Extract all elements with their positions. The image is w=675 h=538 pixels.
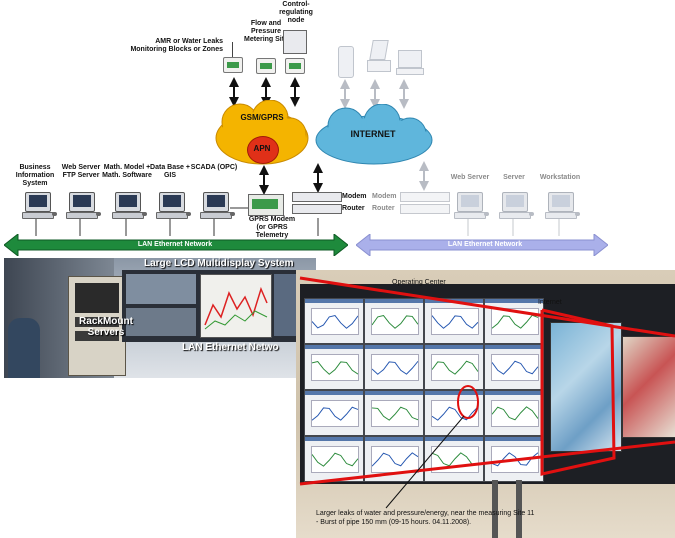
lan-left-arrow [4, 234, 348, 256]
modem-right-icon [400, 192, 450, 202]
lan-photo-label: LAN Ethernet Netwo [182, 342, 279, 353]
ws-label-server-right: Server [503, 174, 525, 181]
display-tile [364, 298, 424, 344]
pda-icon [338, 46, 354, 78]
display-tile [484, 344, 544, 390]
caption-line1: Larger leaks of water and pressure/energ… [316, 510, 535, 517]
connector-arrows [35, 77, 560, 236]
display-tile [304, 390, 364, 436]
map-display-2 [622, 336, 675, 438]
caption-line2: - Burst of pipe 150 mm (09-15 hours. 04.… [316, 519, 472, 526]
ws-label-mathmodel: Math. Model + Math. Software [102, 164, 152, 179]
internet-photo-label: Internet [538, 299, 562, 306]
operating-center-label: Operating Center [392, 279, 446, 286]
workstation-webserver-icon [66, 192, 102, 219]
map-display [550, 322, 622, 452]
ws-label-scada: SCADA (OPC) [190, 164, 238, 171]
display-tile [484, 298, 544, 344]
workstation-database-icon [156, 192, 192, 219]
display-tile [424, 344, 484, 390]
control-label: Control-regulating node [279, 1, 313, 24]
ws-label-webserver-right: Web Server [450, 174, 490, 181]
rack-server-icon [68, 276, 126, 376]
amr-label: AMR or Water Leaks Monitoring Blocks or … [130, 38, 223, 53]
display-tile [424, 436, 484, 482]
photo-left: Large LCD Multidisplay System RackMount … [4, 258, 316, 378]
display-tile [424, 298, 484, 344]
internet-cloud-icon [315, 104, 433, 165]
gsm-cloud-icon [215, 100, 309, 165]
pc-gray-icon [396, 50, 424, 76]
laptop-icon [367, 40, 391, 74]
router-label-right: Router [372, 205, 395, 212]
modem-label-right: Modem [372, 193, 397, 200]
workstation-workstation-right-icon [545, 192, 581, 219]
annotation-lines [299, 276, 675, 509]
workstation-scada-icon [200, 192, 236, 219]
display-tile [304, 298, 364, 344]
workstation-webserver-right-icon [454, 192, 490, 219]
rack-label: RackMount Servers [79, 316, 133, 338]
gsm-label: GSM/GPRS [240, 113, 284, 122]
flow-device-icon [255, 56, 277, 76]
router-right-icon [400, 204, 450, 214]
gprs-modem-icon [248, 194, 284, 216]
lan-left-label: LAN Ethernet Network [137, 241, 213, 248]
router-label: Router [342, 205, 365, 212]
display-tile [364, 390, 424, 436]
modem-label: Modem [342, 193, 367, 200]
ws-label-database: Data Base + GIS [150, 164, 190, 179]
apn-label: APN [253, 144, 271, 153]
display-tile [484, 390, 544, 436]
ws-label-business: Business Information System [15, 164, 55, 187]
display-tiles [304, 298, 544, 482]
control-device-icon [283, 30, 307, 78]
amr-device-icon [222, 42, 244, 76]
ws-label-webserver: Web Server FTP Server [61, 164, 101, 179]
display-tile [304, 436, 364, 482]
workstation-mathmodel-icon [112, 192, 148, 219]
modem-icon [292, 192, 342, 202]
flow-label: Flow and Pressure Metering Site [244, 20, 288, 43]
workstation-server-right-icon [499, 192, 535, 219]
ws-label-workstation-right: Workstation [539, 174, 581, 181]
router-icon [292, 204, 342, 214]
display-tile [364, 344, 424, 390]
operator-figure [8, 318, 40, 378]
apn-badge [247, 136, 279, 164]
display-tile [304, 344, 364, 390]
internet-label: INTERNET [350, 129, 396, 139]
lcd-wall [122, 270, 316, 342]
lan-right-arrow [356, 234, 608, 256]
lan-right-label: LAN Ethernet Network [447, 241, 523, 248]
workstation-business-icon [22, 192, 58, 219]
lcd-title: Large LCD Multidisplay System [144, 258, 294, 269]
